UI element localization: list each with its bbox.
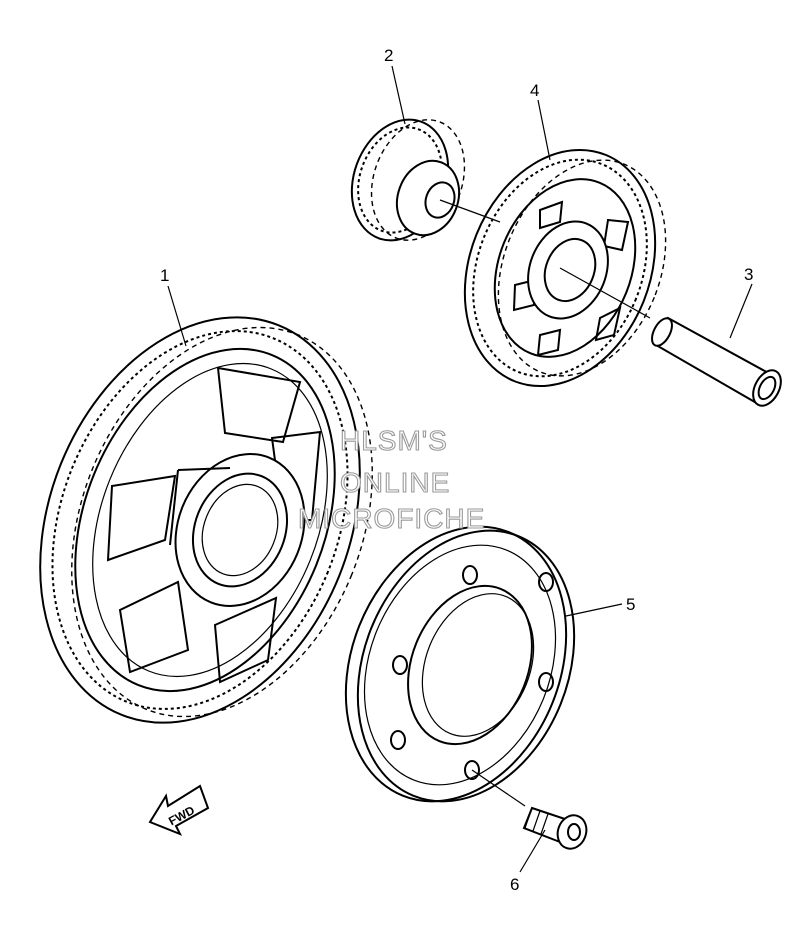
fwd-direction-arrow: FWD bbox=[148, 784, 210, 836]
watermark-line-1: HLSM'S bbox=[340, 425, 448, 456]
watermark: HLSM'S ONLINE MICROFICHE bbox=[297, 424, 485, 534]
part-5-one-way-clutch[interactable] bbox=[306, 493, 613, 834]
leader-lines bbox=[167, 65, 753, 873]
callout-6: 6 bbox=[510, 875, 519, 894]
callout-4: 4 bbox=[530, 81, 539, 100]
part-6-screw[interactable] bbox=[522, 806, 591, 853]
part-2-idle-gear[interactable] bbox=[336, 106, 501, 254]
callout-2: 2 bbox=[384, 46, 393, 65]
watermark-line-3: MICROFICHE bbox=[298, 503, 485, 534]
part-1-starter-wheel-gear[interactable] bbox=[0, 269, 427, 771]
part-3-idle-shaft[interactable] bbox=[648, 315, 787, 410]
callout-3: 3 bbox=[744, 265, 753, 284]
part-4-idle-gear[interactable] bbox=[431, 121, 696, 415]
watermark-line-2: ONLINE bbox=[340, 467, 450, 498]
callout-1: 1 bbox=[160, 266, 169, 285]
callout-5: 5 bbox=[626, 595, 635, 614]
